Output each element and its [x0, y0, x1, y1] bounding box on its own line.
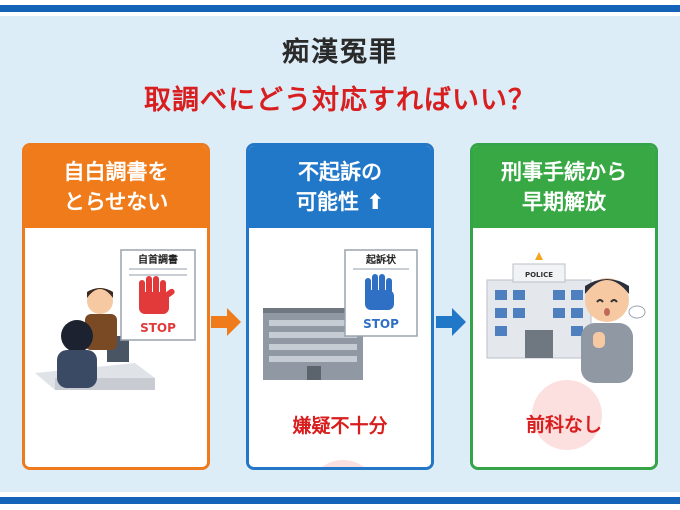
- card-body: 検察庁 起訴状 STOP 嫌疑不十分: [249, 228, 431, 467]
- page-subtitle: 取調べにどう対応すればいい？: [144, 85, 536, 116]
- document-title: 自首調書: [138, 253, 178, 266]
- card-heading-line2: 可能性 ⬆: [296, 190, 384, 214]
- card-header: 刑事手続から 早期解放: [473, 146, 655, 228]
- stop-hand-icon: [365, 274, 394, 310]
- card-header: 自白調書を とらせない: [25, 146, 207, 228]
- stop-label: STOP: [363, 317, 399, 331]
- card-body: 自首調書 STOP 黙秘 否認: [25, 228, 207, 467]
- arrow-right-orange-icon: [211, 308, 241, 336]
- interrogation-illustration: 自首調書 STOP: [35, 249, 196, 390]
- result-label: 前科なし: [525, 414, 602, 436]
- building-label: 検察庁: [287, 293, 323, 307]
- bottom-border-band: [0, 497, 680, 504]
- stop-hand-icon: [139, 276, 175, 314]
- police-building-icon: [486, 252, 592, 359]
- highlight-circle: [532, 380, 602, 450]
- card-non-prosecution: 不起訴の 可能性 ⬆ 検察庁 起訴状: [246, 143, 434, 470]
- card-body: POLICE 前科なし: [473, 228, 655, 467]
- arrow-right-blue-icon: [436, 308, 466, 336]
- card-heading-line1: 刑事手続から: [501, 160, 627, 184]
- top-border-band: [0, 5, 680, 12]
- card-heading-line2: とらせない: [63, 190, 169, 214]
- card-confession: 自白調書を とらせない 自首調書: [22, 143, 210, 470]
- building-label: POLICE: [525, 271, 553, 279]
- card-early-release: 刑事手続から 早期解放 POLICE: [470, 143, 658, 470]
- card-header: 不起訴の 可能性 ⬆: [249, 146, 431, 228]
- result-label: 嫌疑不十分: [292, 415, 388, 437]
- card-heading-line2: 早期解放: [522, 190, 606, 214]
- highlight-circle: [308, 460, 378, 467]
- up-arrow-icon: ⬆: [366, 190, 384, 214]
- relieved-man-icon: [581, 278, 633, 383]
- document-title: 起訴状: [365, 253, 397, 266]
- sigh-icon: [628, 305, 646, 319]
- page-title: 痴漢冤罪: [282, 37, 398, 68]
- police-illustration: POLICE: [486, 252, 646, 383]
- prosecutor-illustration: 検察庁 起訴状 STOP: [263, 249, 418, 380]
- card-heading-line1: 不起訴の: [298, 160, 382, 184]
- card-heading-line1: 自白調書を: [63, 160, 169, 184]
- stop-label: STOP: [140, 321, 176, 335]
